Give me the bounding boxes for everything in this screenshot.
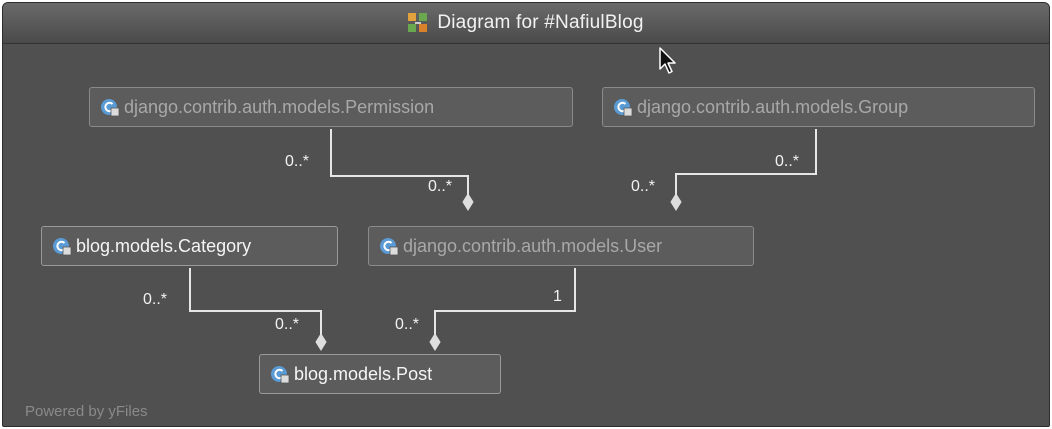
edge-label: 0..*	[395, 316, 420, 333]
edge-label: 0..*	[428, 178, 453, 195]
class-node-permission[interactable]: django.contrib.auth.models.Permission	[89, 87, 573, 127]
aggregation-diamond-category-post	[315, 333, 327, 351]
class-node-user[interactable]: django.contrib.auth.models.User	[368, 226, 754, 266]
class-node-category[interactable]: blog.models.Category	[41, 226, 338, 266]
class-icon	[614, 99, 633, 117]
class-node-post[interactable]: blog.models.Post	[259, 354, 501, 394]
diagram-icon	[408, 13, 428, 33]
class-node-label: blog.models.Post	[294, 363, 433, 384]
edge-label: 0..*	[285, 153, 310, 170]
aggregation-diamond-permission-user	[462, 193, 474, 211]
edge-label: 0..*	[275, 316, 300, 333]
edge-label: 0..*	[775, 153, 800, 170]
edge-label: 0..*	[143, 291, 168, 308]
class-node-label: django.contrib.auth.models.Group	[637, 96, 909, 117]
edge-permission-user	[330, 129, 469, 196]
edges-layer	[189, 129, 817, 351]
edge-group-user	[675, 129, 817, 196]
edge-user-post	[434, 268, 576, 336]
class-icon	[101, 99, 120, 117]
class-node-group[interactable]: django.contrib.auth.models.Group	[602, 87, 1035, 127]
aggregation-diamond-user-post	[429, 333, 441, 351]
title-bar: Diagram for #NafiulBlog	[3, 3, 1049, 44]
mouse-pointer-icon	[659, 47, 676, 74]
class-icon	[53, 238, 72, 256]
edge-label: 0..*	[631, 178, 656, 195]
powered-by-label: Powered by yFiles	[25, 403, 148, 420]
window-title: Diagram for #NafiulBlog	[437, 12, 644, 33]
aggregation-diamond-group-user	[670, 193, 682, 211]
class-node-label: blog.models.Category	[76, 235, 252, 256]
edge-label: 1	[553, 288, 562, 305]
class-node-label: django.contrib.auth.models.User	[403, 235, 663, 256]
class-icon	[271, 366, 290, 384]
edge-category-post	[189, 268, 322, 336]
class-node-label: django.contrib.auth.models.Permission	[124, 96, 435, 117]
class-icon	[380, 238, 399, 256]
